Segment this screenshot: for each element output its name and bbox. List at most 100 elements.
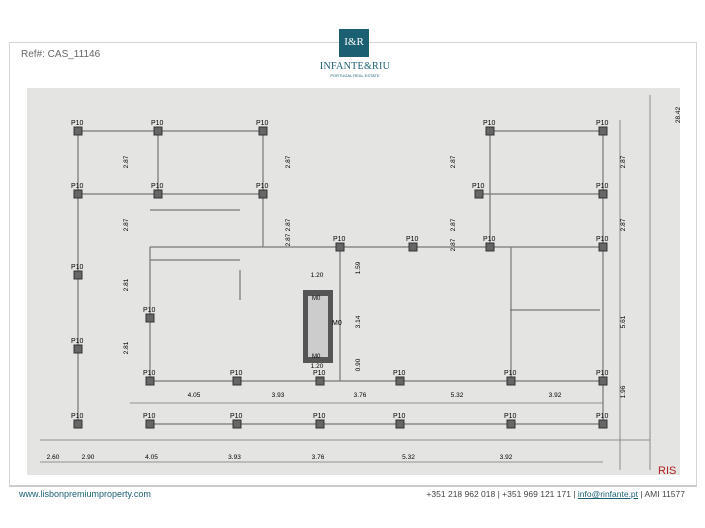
column-label: P10: [393, 370, 406, 377]
column-marker: [73, 270, 83, 280]
column-label: P10: [71, 338, 84, 345]
column-marker: [315, 376, 325, 386]
room-m0-bottom: M0: [312, 354, 321, 360]
dimension-label: 2.90: [82, 454, 95, 461]
dimension-label: 2.87: [450, 155, 457, 168]
column-label: P10: [143, 370, 156, 377]
dimension-label: 3.76: [354, 392, 367, 399]
contact-info: +351 218 962 018 | +351 969 121 171 | in…: [426, 489, 685, 499]
dimension-label: 1.59: [355, 261, 362, 274]
column-label: P10: [143, 413, 156, 420]
column-label: P10: [406, 236, 419, 243]
ami-license: | AMI 11577: [640, 489, 685, 499]
column-marker: [598, 189, 608, 199]
column-label: P10: [256, 183, 269, 190]
dimension-label: 3.92: [500, 454, 513, 461]
dimension-label: 5.32: [451, 392, 464, 399]
dimension-label: 2.60: [47, 454, 60, 461]
reference-code: Ref#: CAS_11146: [21, 49, 101, 60]
column-label: P10: [71, 264, 84, 271]
column-marker: [315, 419, 325, 429]
column-marker: [408, 242, 418, 252]
column-marker: [598, 376, 608, 386]
column-label: P10: [596, 413, 609, 420]
column-marker: [73, 189, 83, 199]
dimension-label: 4.05: [145, 454, 158, 461]
column-label: P10: [151, 183, 164, 190]
column-marker: [598, 242, 608, 252]
column-label: P10: [596, 183, 609, 190]
dimension-label: 2.87: [285, 233, 292, 246]
column-label: P10: [393, 413, 406, 420]
column-label: P10: [483, 236, 496, 243]
dimension-label: 3.93: [272, 392, 285, 399]
column-label: P10: [151, 120, 164, 127]
column-marker: [395, 376, 405, 386]
column-marker: [145, 313, 155, 323]
column-label: P10: [483, 120, 496, 127]
column-marker: [153, 189, 163, 199]
brand-tagline: PORTUGAL REAL ESTATE: [330, 73, 380, 78]
column-marker: [506, 419, 516, 429]
column-marker: [145, 376, 155, 386]
column-marker: [258, 126, 268, 136]
dimension-label: 3.76: [312, 454, 325, 461]
column-label: P10: [71, 183, 84, 190]
dimension-label: 2.81: [123, 278, 130, 291]
column-marker: [598, 126, 608, 136]
column-marker: [153, 126, 163, 136]
dimension-label: 2.87: [620, 218, 627, 231]
column-label: P10: [143, 307, 156, 314]
website-link[interactable]: www.lisbonpremiumproperty.com: [19, 489, 151, 499]
dimension-label: 28.42: [675, 106, 680, 123]
column-label: P10: [313, 413, 326, 420]
plan-background: [27, 88, 680, 475]
column-marker: [474, 189, 484, 199]
column-marker: [485, 126, 495, 136]
column-label: P10: [333, 236, 346, 243]
column-marker: [73, 344, 83, 354]
column-label: P10: [313, 370, 326, 377]
column-label: P10: [596, 370, 609, 377]
dimension-label: 3.92: [549, 392, 562, 399]
dimension-label: 1.20: [311, 363, 324, 370]
dimension-label: 4.05: [188, 392, 201, 399]
logo-mark: I&R: [339, 29, 369, 57]
column-marker: [232, 376, 242, 386]
column-label: P10: [596, 236, 609, 243]
column-marker: [73, 126, 83, 136]
column-marker: [258, 189, 268, 199]
dimension-label: 2.87: [450, 218, 457, 231]
column-marker: [232, 419, 242, 429]
column-label: P10: [256, 120, 269, 127]
dimension-label: 5.61: [620, 315, 627, 328]
column-marker: [73, 419, 83, 429]
column-label: P10: [230, 370, 243, 377]
column-label: P10: [596, 120, 609, 127]
dimension-label: 3.14: [355, 315, 362, 328]
column-marker: [395, 419, 405, 429]
dimension-label: 1.20: [311, 272, 324, 279]
room-m0-top: M0: [312, 296, 321, 302]
column-marker: [506, 376, 516, 386]
dimension-label: 1.96: [620, 385, 627, 398]
dimension-label: 0.90: [355, 358, 362, 371]
column-label: P10: [71, 413, 84, 420]
dimension-label: 3.93: [228, 454, 241, 461]
column-marker: [335, 242, 345, 252]
dimension-label: 2.87: [285, 155, 292, 168]
dimension-label: 2.87: [450, 238, 457, 251]
room-m0-side: M0: [332, 320, 342, 327]
phone-numbers: +351 218 962 018 | +351 969 121 171 |: [426, 489, 576, 499]
column-marker: [485, 242, 495, 252]
column-marker: [145, 419, 155, 429]
email-link[interactable]: info@rinfante.pt: [577, 489, 639, 499]
dimension-label: 2.87: [620, 155, 627, 168]
dimension-label: 5.32: [402, 454, 415, 461]
column-label: P10: [472, 183, 485, 190]
column-marker: [598, 419, 608, 429]
dimension-label: 2.87: [285, 218, 292, 231]
dimension-label: 2.87: [123, 155, 130, 168]
column-label: P10: [71, 120, 84, 127]
